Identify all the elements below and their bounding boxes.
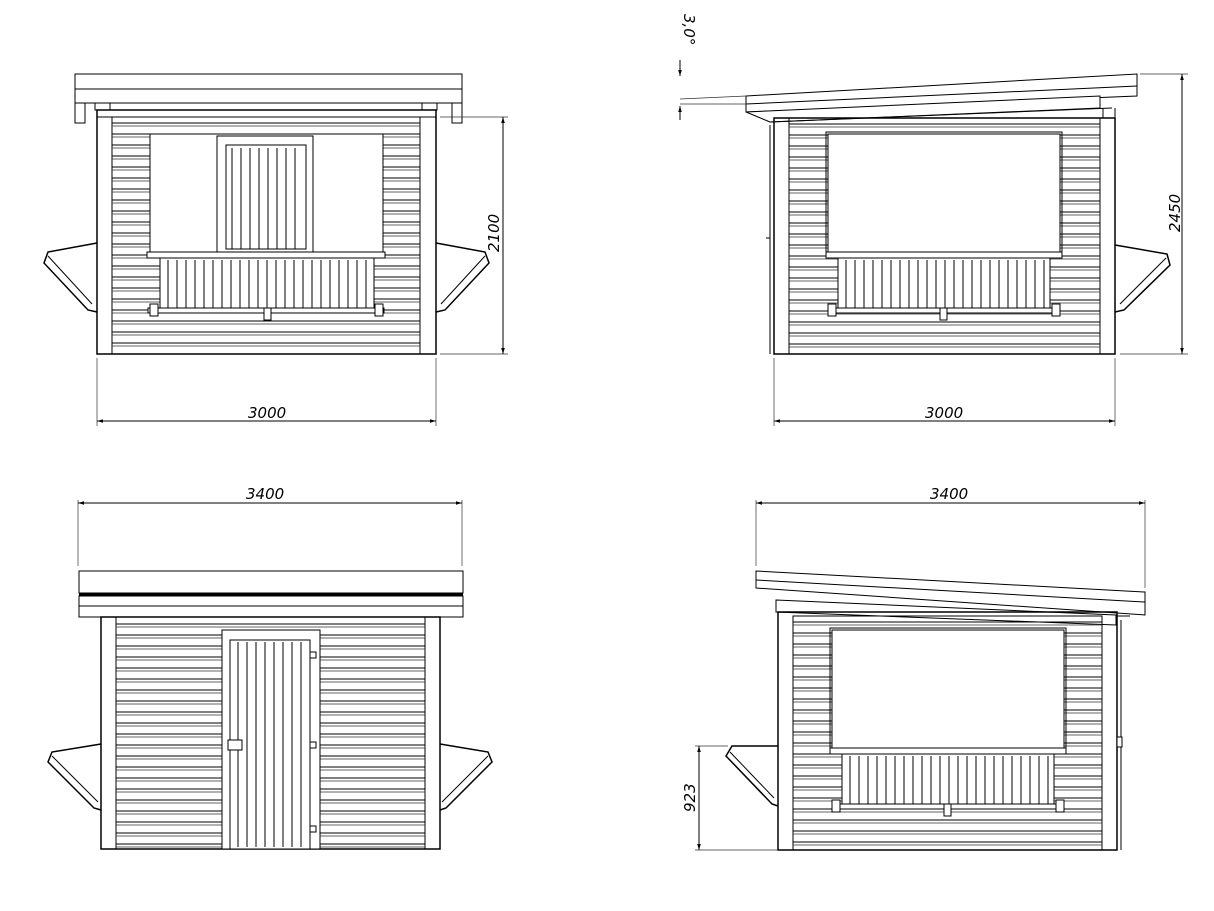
side2-counter-label: 923 (681, 783, 699, 812)
side-hinge (939, 307, 948, 321)
side-hinge (1051, 303, 1061, 317)
back-right-strut (439, 743, 493, 811)
back-left-strut (47, 743, 102, 811)
side2-counter-shelf (829, 747, 1067, 755)
side2-window-opening (831, 629, 1065, 749)
front-right-strut (435, 242, 490, 313)
side2-counter-panel (841, 753, 1055, 809)
side-counter-shelf (825, 251, 1063, 259)
front-inner-door (225, 144, 307, 250)
front-roof-fascia (74, 88, 463, 104)
front-hinge (263, 307, 272, 321)
front-height-label: 2100 (485, 214, 503, 252)
side2-roof (755, 570, 1146, 616)
front-width-label: 3000 (248, 404, 286, 422)
side-width-label: 3000 (925, 404, 963, 422)
front-counter-shelf (146, 251, 386, 259)
side-window-opening (827, 133, 1061, 253)
side-view: 3000 2450 3,0° (678, 14, 1188, 426)
side2-hinge (943, 803, 952, 817)
back-door-handle (227, 739, 243, 751)
front-hinge (374, 303, 384, 317)
side2-view: 3400 923 (681, 485, 1146, 851)
side2-left-strut (725, 745, 779, 807)
front-hinge (149, 303, 159, 317)
side-hinge (827, 303, 837, 317)
back-door (229, 639, 311, 850)
back-roof (78, 570, 464, 594)
side2-hinge (831, 799, 841, 813)
side2-hinge (1055, 799, 1065, 813)
front-view: 3000 2100 (43, 73, 508, 426)
side-counter-panel (837, 257, 1051, 313)
back-width-label: 3400 (246, 485, 284, 503)
side2-width-label: 3400 (930, 485, 968, 503)
back-view: 3400 (47, 485, 493, 850)
side-height-label: 2450 (1166, 194, 1184, 232)
side-right-strut (1114, 244, 1171, 313)
side-roof (745, 73, 1138, 113)
side-angle-label: 3,0° (680, 14, 698, 45)
front-left-strut (43, 242, 98, 313)
front-roof-top (74, 73, 463, 90)
